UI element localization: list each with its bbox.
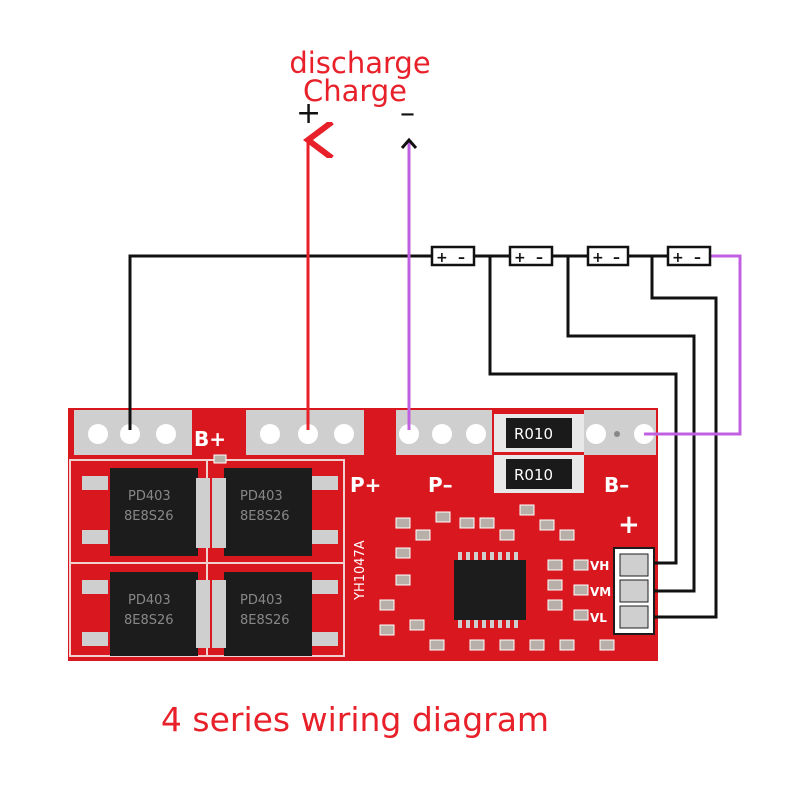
cell-1-minus: –	[458, 250, 465, 266]
mosfet-2-code: 8E8S26	[240, 509, 290, 524]
pcb-board: B+ P+ P– B– + YH1047A R010 R010 PD403 8E…	[68, 408, 658, 661]
resistor-1: R010	[494, 414, 584, 452]
resistor-2: R010	[494, 455, 584, 493]
wire-balance-3	[650, 256, 718, 619]
battery-cell-1: + –	[430, 245, 476, 267]
mosfet-1: PD403 8E8S26	[82, 468, 210, 556]
battery-cell-2: + –	[508, 245, 554, 267]
balance-connector: VH VM VL	[590, 547, 655, 635]
resistor-1-label: R010	[514, 425, 553, 443]
battery-cell-3: + –	[586, 245, 630, 267]
protection-ic	[454, 552, 526, 628]
cell-4-minus: –	[694, 250, 701, 266]
cell-2-plus: +	[514, 250, 526, 266]
mosfet-2: PD403 8E8S26	[212, 468, 338, 556]
mosfet-4: PD403 8E8S26	[212, 572, 338, 656]
mosfet-1-mark: PD403	[128, 489, 171, 504]
battery-cells: + – + – + – + –	[430, 245, 712, 267]
board-label-p-minus: P–	[428, 473, 453, 497]
side-label-vm: VM	[590, 585, 611, 599]
battery-cell-4: + –	[666, 245, 712, 267]
wire-balance-1	[488, 256, 678, 565]
cell-2-minus: –	[536, 250, 543, 266]
charge-label: Charge	[302, 74, 408, 108]
negative-sign: –	[400, 96, 415, 131]
wire-b-minus	[644, 254, 742, 436]
board-model-text: YH1047A	[353, 540, 368, 601]
board-label-b-minus: B–	[604, 473, 629, 497]
diagram-caption: 4 series wiring diagram	[160, 700, 550, 739]
mosfet-2-mark: PD403	[240, 489, 283, 504]
mosfet-4-mark: PD403	[240, 593, 283, 608]
discharge-label: discharge	[289, 46, 431, 80]
side-label-vl: VL	[590, 611, 607, 625]
wire-b-plus	[128, 254, 432, 430]
resistor-2-label: R010	[514, 466, 553, 484]
mosfet-3: PD403 8E8S26	[82, 572, 210, 656]
smd-components	[213, 454, 615, 651]
cell-4-plus: +	[672, 250, 684, 266]
board-label-p-plus: P+	[350, 473, 381, 497]
mosfet-3-mark: PD403	[128, 593, 171, 608]
mosfet-1-code: 8E8S26	[124, 509, 174, 524]
wire-balance-2	[566, 256, 696, 593]
board-label-b-plus: B+	[194, 427, 226, 451]
wires	[128, 140, 742, 619]
mosfet-4-code: 8E8S26	[240, 613, 290, 628]
cell-3-minus: –	[613, 250, 620, 266]
cell-3-plus: +	[592, 250, 604, 266]
cell-1-plus: +	[436, 250, 448, 266]
side-label-vh: VH	[590, 559, 609, 573]
mosfet-3-code: 8E8S26	[124, 613, 174, 628]
board-label-plus-mark: +	[618, 510, 640, 540]
